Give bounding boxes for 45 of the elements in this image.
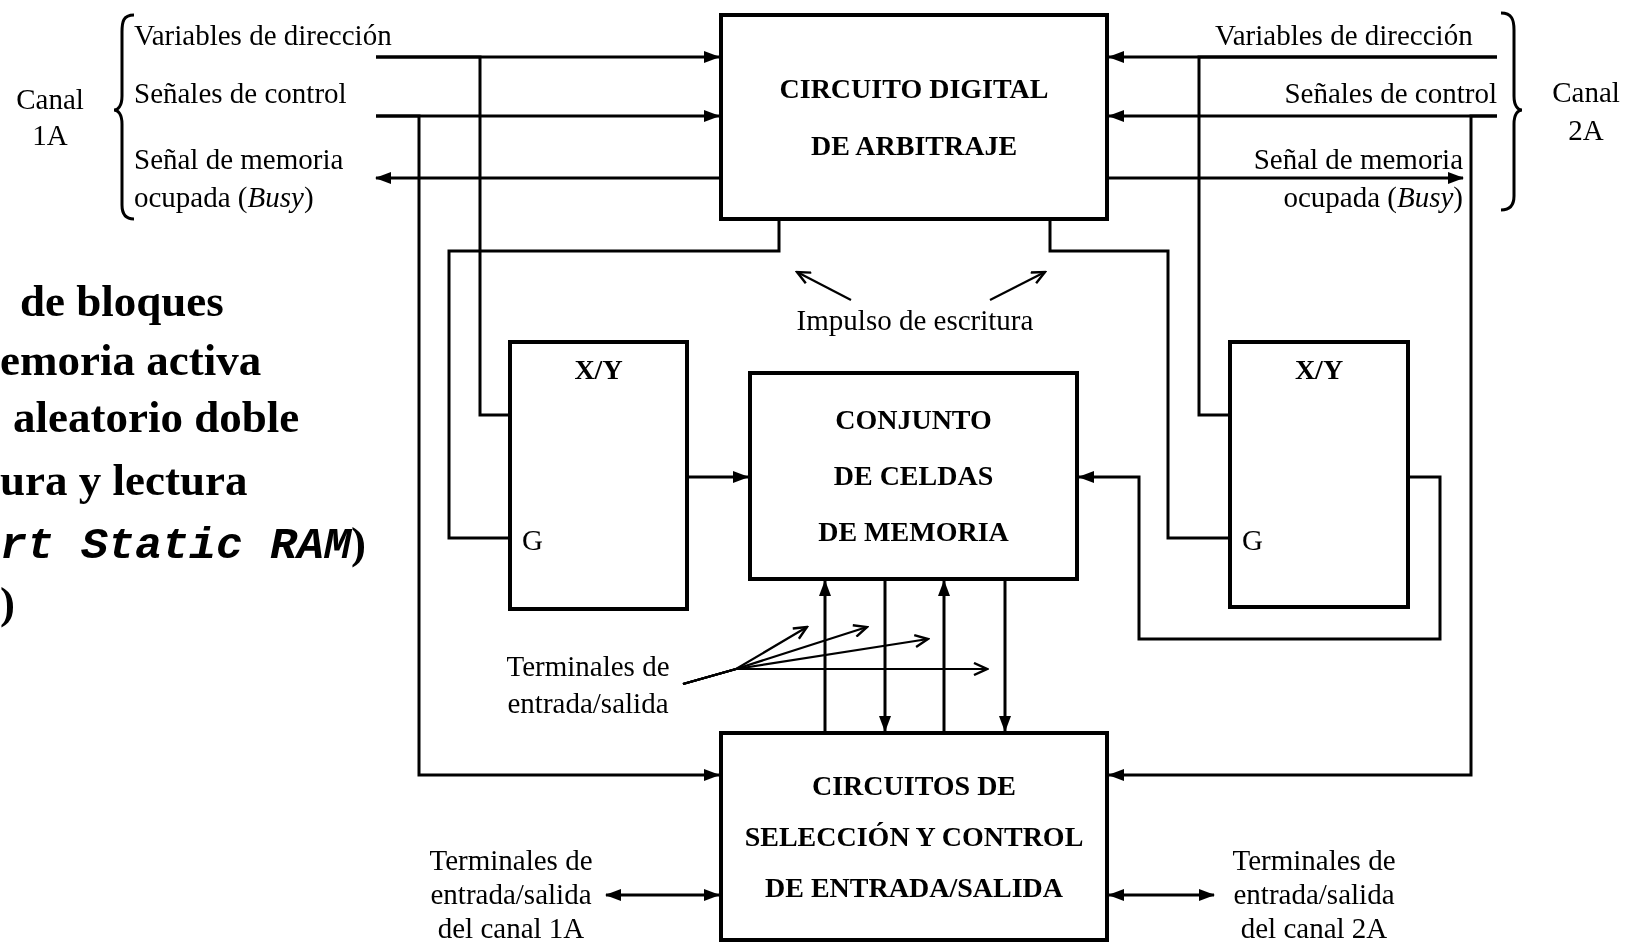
signal-arrow: [1108, 889, 1215, 901]
signal-arrow: [605, 889, 720, 901]
leader-arrow: [795, 270, 852, 301]
block-label: X/Y: [573, 353, 624, 387]
block-box: [719, 731, 1109, 942]
title-text: emoria activa: [0, 334, 262, 387]
signal-label: Señales de control: [134, 76, 434, 119]
signal-label: Variables de dirección: [1215, 18, 1501, 60]
terminal-label: Terminales de entrada/salida del canal 1A: [416, 843, 606, 945]
block-label: CONJUNTO DE CELDAS DE MEMORIA: [817, 403, 1010, 549]
signal-label: Señal de memoria ocupada (Busy): [134, 140, 376, 218]
signal-label: Señal de memoria ocupada (Busy): [1205, 140, 1463, 218]
signal-label: Variables de dirección: [134, 18, 434, 60]
block-box: [719, 13, 1109, 221]
title-text: ): [0, 577, 15, 630]
block-label: CIRCUITO DIGITAL DE ARBITRAJE: [778, 72, 1050, 163]
signal-arrow: [1109, 172, 1464, 184]
block-box: [1228, 340, 1410, 609]
title-text: aleatorio doble: [13, 391, 300, 444]
channel-label: Canal 2A: [1551, 75, 1621, 148]
signal-arrow: [879, 581, 891, 732]
terminal-label: Terminales de entrada/salida del canal 2A: [1214, 843, 1414, 945]
pin-label: G: [522, 523, 543, 558]
signal-arrow: [819, 580, 831, 731]
signal-arrow: [1108, 114, 1497, 781]
leader-arrow: [989, 270, 1047, 301]
block-label: CIRCUITOS DE SELECCIÓN Y CONTROL DE ENTRADA/SALIDA: [743, 769, 1085, 905]
block-label: X/Y: [1293, 353, 1345, 387]
title-text: de bloques: [20, 275, 224, 328]
channel-label: Canal 1A: [15, 82, 85, 153]
signal-label: Señales de control: [1215, 76, 1497, 119]
signal-arrow: [689, 471, 749, 483]
signal-arrow: [1078, 471, 1442, 641]
signal-arrow: [375, 172, 719, 184]
note-label: Impulso de escritura: [770, 300, 1060, 340]
leader-arrow: [682, 661, 989, 686]
block-box: [508, 340, 689, 611]
signal-arrow: [938, 580, 950, 731]
title-text: rt Static RAM): [0, 517, 367, 574]
signal-arrow: [376, 114, 720, 781]
signal-arrow: [999, 581, 1011, 732]
terminal-label: Terminales de entrada/salida: [493, 648, 683, 724]
title-text: ura y lectura: [0, 454, 248, 507]
block-box: [748, 371, 1079, 581]
pin-label: G: [1242, 523, 1263, 558]
